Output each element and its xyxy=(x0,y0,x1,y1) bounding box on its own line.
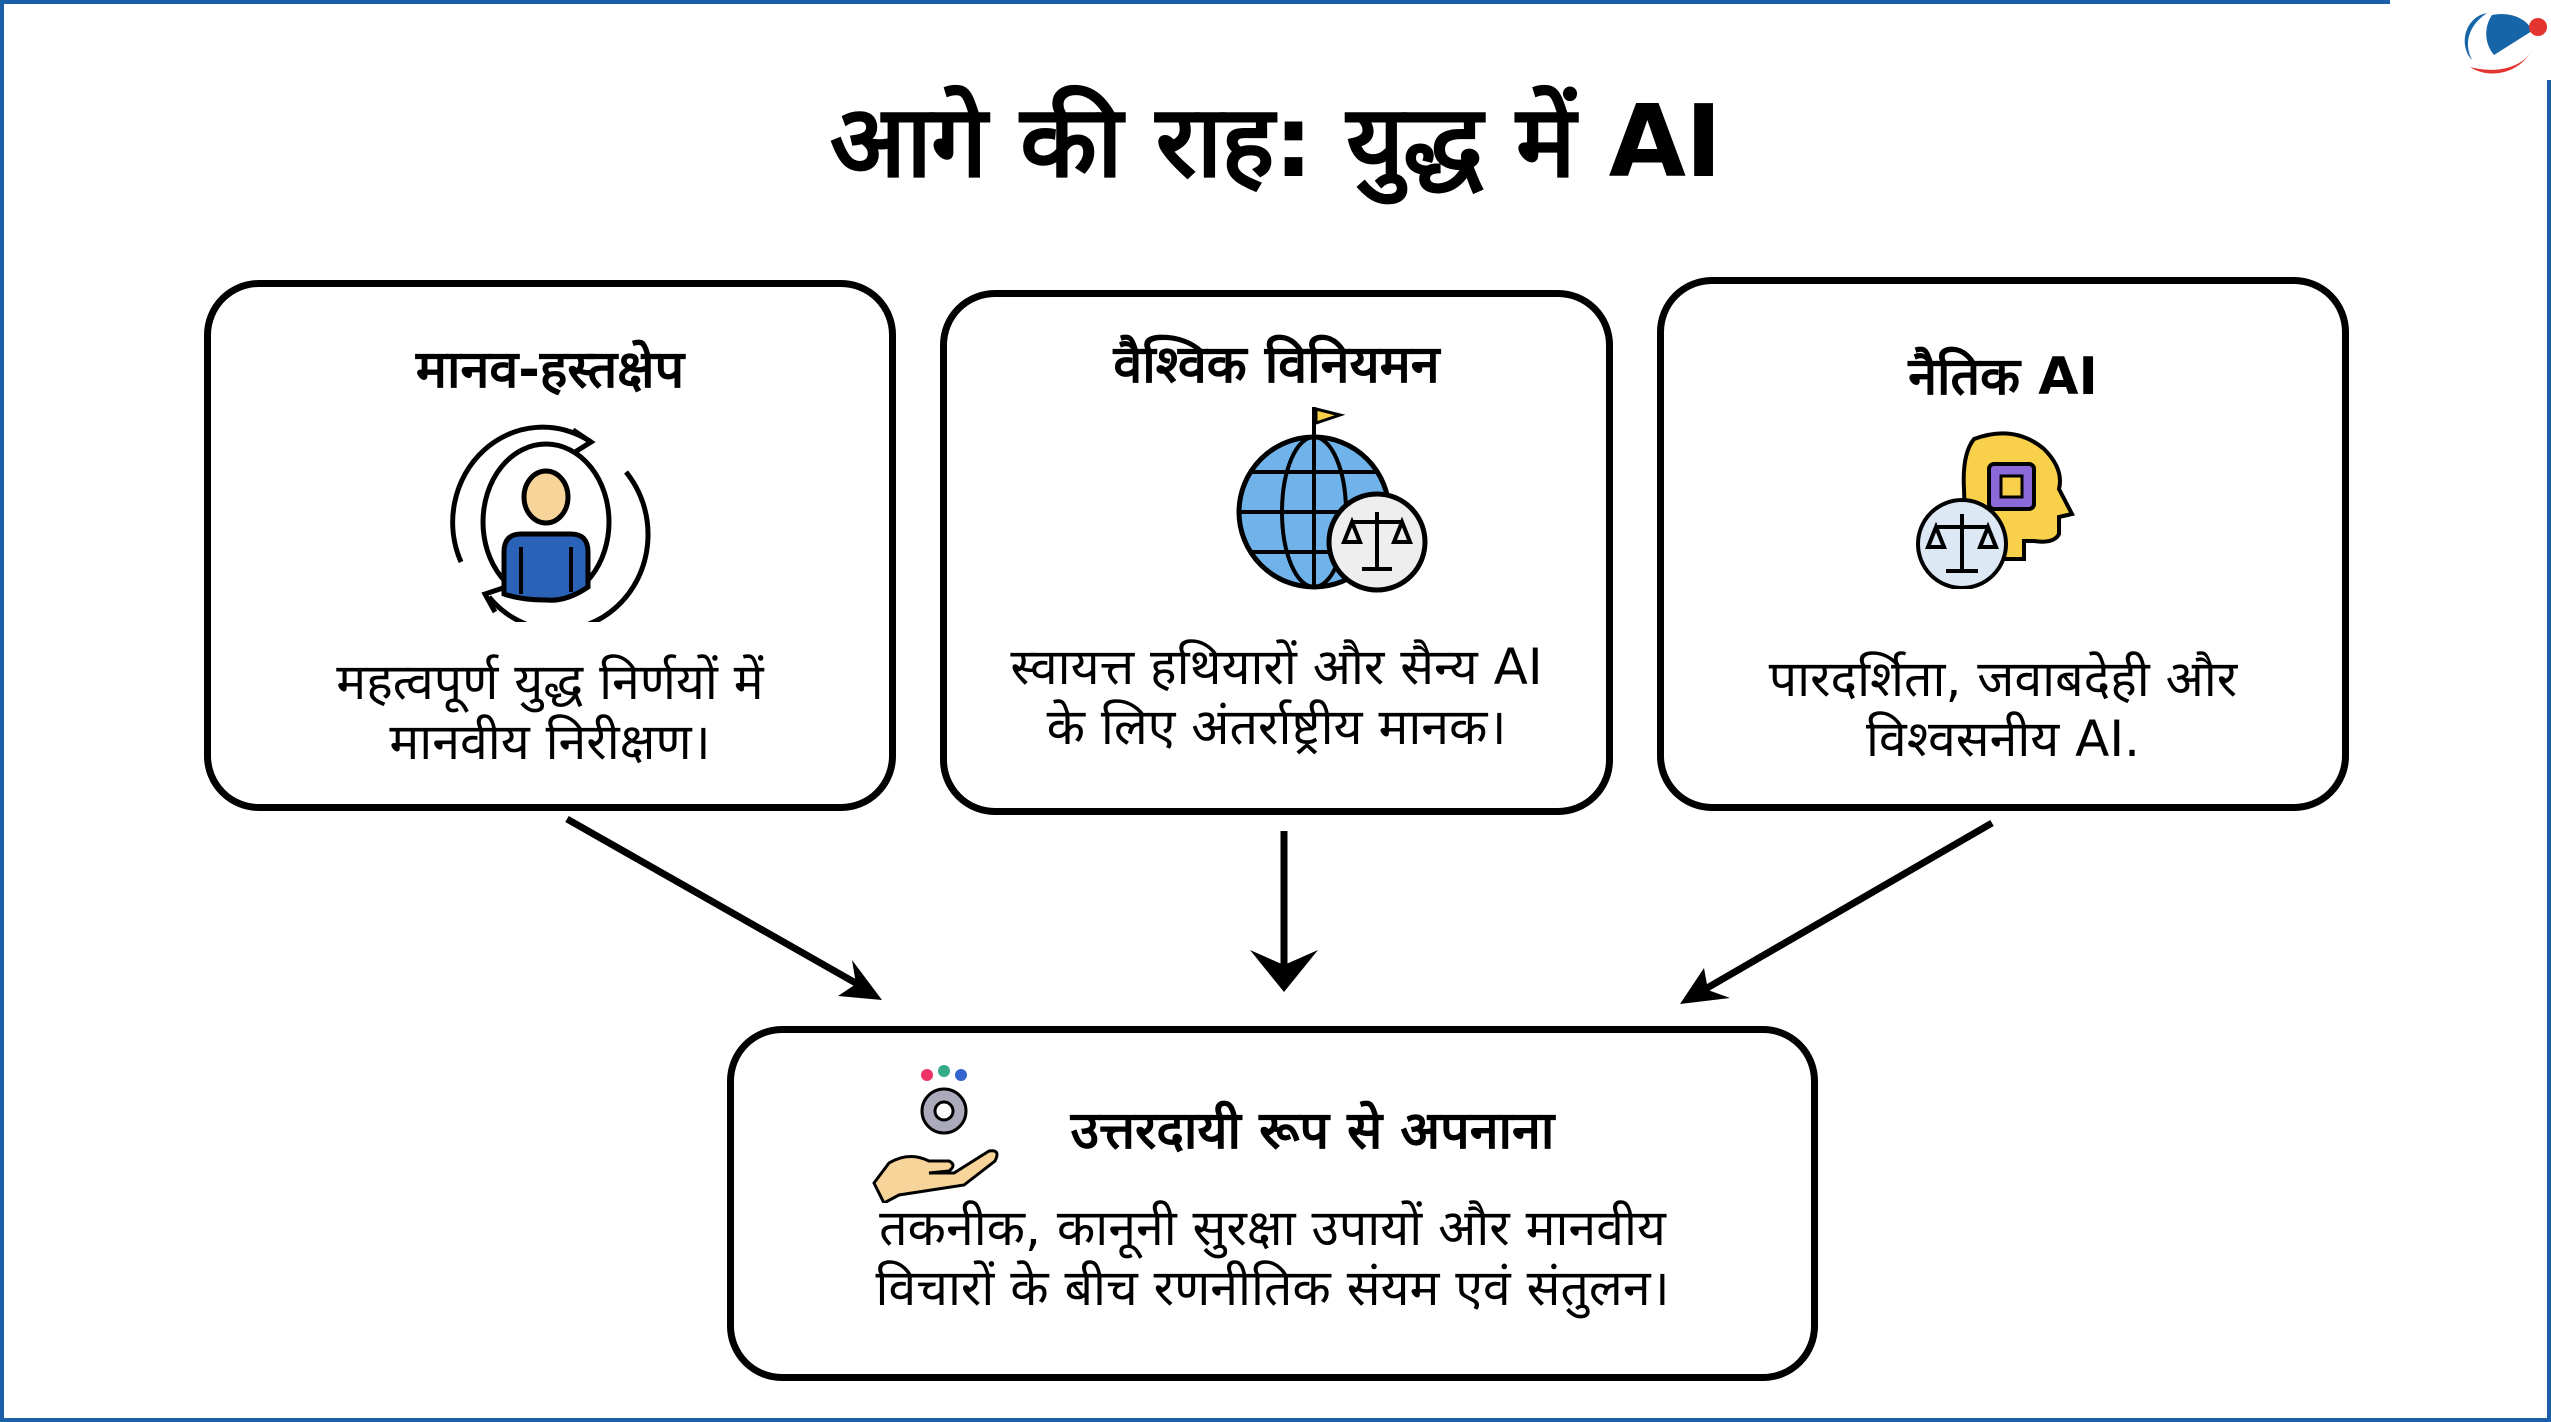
arrow-left xyxy=(565,815,870,994)
card-heading: मानव-हस्तक्षेप xyxy=(415,340,685,400)
ai-head-scales-icon xyxy=(1916,431,2075,589)
frame-right-border xyxy=(2547,80,2551,1422)
card-body: स्वायत्त हथियारों और सैन्य AI के लिए अंत… xyxy=(1010,638,1543,756)
human-oversight-cycle-icon xyxy=(450,424,651,622)
globe-scales-icon xyxy=(1236,407,1428,593)
card-heading: वैश्विक विनियमन xyxy=(1113,335,1440,395)
arrowhead-center xyxy=(1250,950,1318,992)
card-body: महत्वपूर्ण युद्ध निर्णयों में मानवीय निर… xyxy=(336,653,764,771)
arrow-right xyxy=(1693,819,1994,999)
hand-gear-people-icon xyxy=(872,1065,999,1203)
card-human-intervention: मानव-हस्तक्षेप महत्वपूर्ण युद्ध निर्णयों… xyxy=(204,280,896,811)
result-body: तकनीक, कानूनी सुरक्षा उपायों और मानवीय व… xyxy=(875,1199,1670,1317)
page-title: आगे की राह: युद्ध में AI xyxy=(829,83,1722,200)
card-responsible-adoption: उत्तरदायी रूप से अपनाना तकनीक, कानूनी सु… xyxy=(727,1026,1818,1381)
card-heading: नैतिक AI xyxy=(1908,347,2098,407)
card-global-regulation: वैश्विक विनियमन स्वायत्त हथियारों और सैन… xyxy=(940,290,1613,815)
brand-logo-icon xyxy=(2464,13,2547,74)
arrowhead-left xyxy=(838,960,882,1000)
card-ethical-ai: नैतिक AI पारदर्शिता, जवाबदेही और विश्वसन… xyxy=(1657,277,2349,811)
arrowhead-right xyxy=(1680,968,1730,1004)
frame-bottom-border xyxy=(0,1418,2551,1422)
frame-left-border xyxy=(0,0,4,1422)
result-heading: उत्तरदायी रूप से अपनाना xyxy=(1070,1101,1555,1161)
card-body: पारदर्शिता, जवाबदेही और विश्वसनीय AI. xyxy=(1768,650,2238,768)
frame-top-border xyxy=(0,0,2390,4)
